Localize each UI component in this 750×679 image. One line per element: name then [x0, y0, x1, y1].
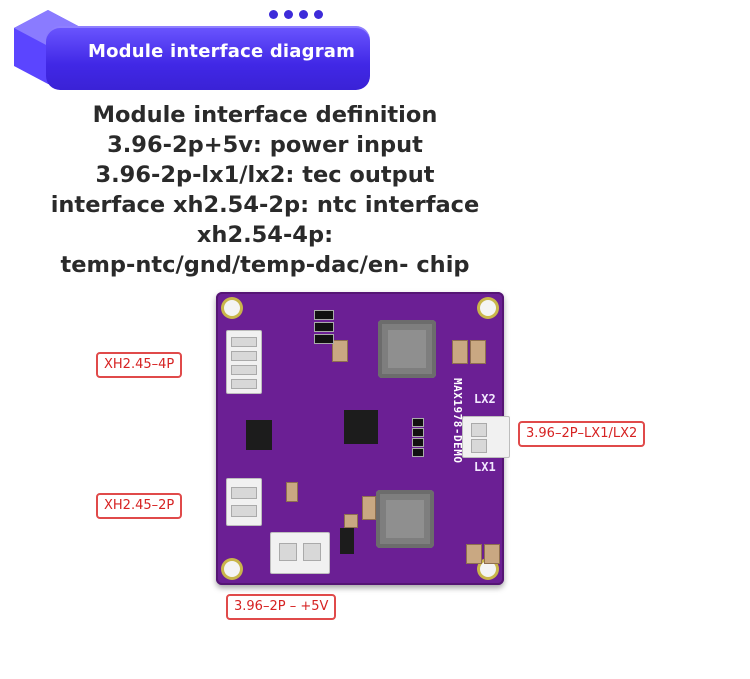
definition-line: xh2.54-4p: — [196, 222, 334, 248]
capacitor — [470, 340, 486, 364]
capacitor — [362, 496, 376, 520]
lx1-label: LX1 — [474, 460, 496, 474]
pcb-board: MAX1978-DEMO LX2 LX1 — [216, 292, 510, 585]
inductor-top — [378, 320, 436, 378]
board-model-label: MAX1978-DEMO — [451, 378, 464, 464]
transistor — [340, 528, 354, 554]
banner-title: Module interface diagram — [88, 41, 356, 62]
callout-xh-4p: XH2.45–4P — [96, 352, 183, 378]
resistor — [412, 448, 424, 457]
callout-xh-2p: XH2.45–2P — [96, 493, 183, 519]
definition-line: 3.96-2p-lx1/lx2: tec output — [95, 162, 435, 188]
capacitor — [286, 482, 298, 502]
mounting-hole — [480, 300, 496, 316]
mounting-hole — [224, 300, 240, 316]
capacitor — [344, 514, 358, 528]
connector-xh-2p — [226, 478, 262, 526]
banner-pill — [46, 26, 370, 90]
header-banner: Module interface diagram — [8, 6, 370, 90]
interface-definition: Module interface definition 3.96-2p+5v: … — [18, 100, 512, 280]
callout-power: 3.96–2P – +5V — [226, 594, 337, 620]
mounting-hole — [480, 561, 496, 577]
lx2-label: LX2 — [474, 392, 496, 406]
resistor — [412, 418, 424, 427]
decorative-dots — [269, 10, 323, 19]
resistor — [314, 334, 334, 344]
capacitor — [484, 544, 500, 564]
resistor — [412, 428, 424, 437]
connector-power — [270, 532, 330, 574]
connector-xh-4p — [226, 330, 262, 394]
resistor — [314, 310, 334, 320]
definition-line: 3.96-2p+5v: power input — [107, 132, 423, 158]
capacitor — [466, 544, 482, 564]
secondary-ic — [246, 420, 272, 450]
main-ic — [344, 410, 378, 444]
inductor-bottom — [376, 490, 434, 548]
module-board-photo: MAX1978-DEMO LX2 LX1 — [200, 280, 520, 610]
callout-tec: 3.96–2P–LX1/LX2 — [518, 421, 646, 447]
resistor — [314, 322, 334, 332]
definition-line: temp-ntc/gnd/temp-dac/en- chip — [60, 252, 470, 278]
connector-tec — [462, 416, 510, 458]
definition-line: Module interface definition — [92, 102, 438, 128]
definition-line: interface xh2.54-2p: ntc interface — [50, 192, 480, 218]
capacitor — [452, 340, 468, 364]
capacitor — [332, 340, 348, 362]
mounting-hole — [224, 561, 240, 577]
resistor — [412, 438, 424, 447]
